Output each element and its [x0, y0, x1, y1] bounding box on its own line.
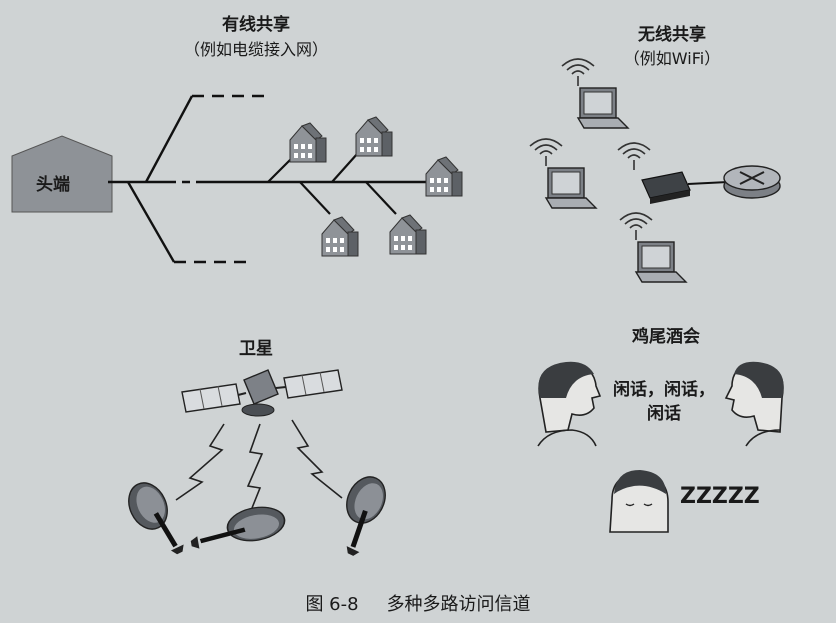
- headend-building: [11, 135, 113, 213]
- figure-number: 图 6-8: [305, 594, 359, 615]
- laptop-icon: [635, 241, 687, 283]
- chatter-line-1: 闲话，闲话，: [613, 380, 715, 400]
- house-icon: [289, 122, 327, 163]
- party-title: 鸡尾酒会: [632, 327, 700, 347]
- satellite-network: [122, 369, 393, 565]
- satellite-title: 卫星: [239, 339, 273, 359]
- figure-caption: 图 6-8 多种多路访问信道: [0, 590, 836, 616]
- figure-caption-text: 多种多路访问信道: [386, 594, 531, 615]
- house-icon: [389, 214, 427, 255]
- wifi-signal-icon: [561, 58, 595, 87]
- cable-network: [11, 94, 463, 264]
- wireless-subtitle: （例如WiFi）: [623, 49, 721, 68]
- snore-text: ZZZZZ: [680, 484, 760, 509]
- signal-bolt: [246, 423, 264, 509]
- headend-label: 头端: [36, 175, 70, 195]
- laptop-icon: [577, 87, 629, 129]
- access-point-icon: [641, 171, 691, 204]
- satellite-icon: [181, 369, 343, 417]
- house-icon: [425, 156, 463, 197]
- wifi-signal-icon: [619, 212, 653, 241]
- router-icon: [723, 165, 781, 199]
- wifi-signal-icon: [617, 142, 651, 171]
- chatter-line-2: 闲话: [647, 404, 681, 424]
- dish-antenna-icon: [187, 503, 287, 552]
- dish-antenna-icon: [326, 471, 392, 559]
- wifi-network: [529, 58, 781, 283]
- house-icon: [355, 116, 393, 157]
- wireless-title: 无线共享: [638, 25, 706, 45]
- person-talking-left-icon: [537, 361, 602, 447]
- signal-bolt: [291, 419, 343, 499]
- cocktail-party: [537, 361, 784, 533]
- laptop-icon: [545, 167, 597, 209]
- signal-bolt: [175, 423, 225, 501]
- dish-antenna-icon: [122, 477, 188, 565]
- cable-subtitle: （例如电缆接入网）: [183, 40, 329, 59]
- person-talking-right-icon: [724, 361, 784, 447]
- sleeping-person-icon: [609, 470, 669, 533]
- cable-title: 有线共享: [222, 15, 290, 35]
- chatter-text: 闲话，闲话， 闲话: [604, 378, 724, 426]
- wifi-signal-icon: [529, 138, 563, 167]
- house-icon: [321, 216, 359, 257]
